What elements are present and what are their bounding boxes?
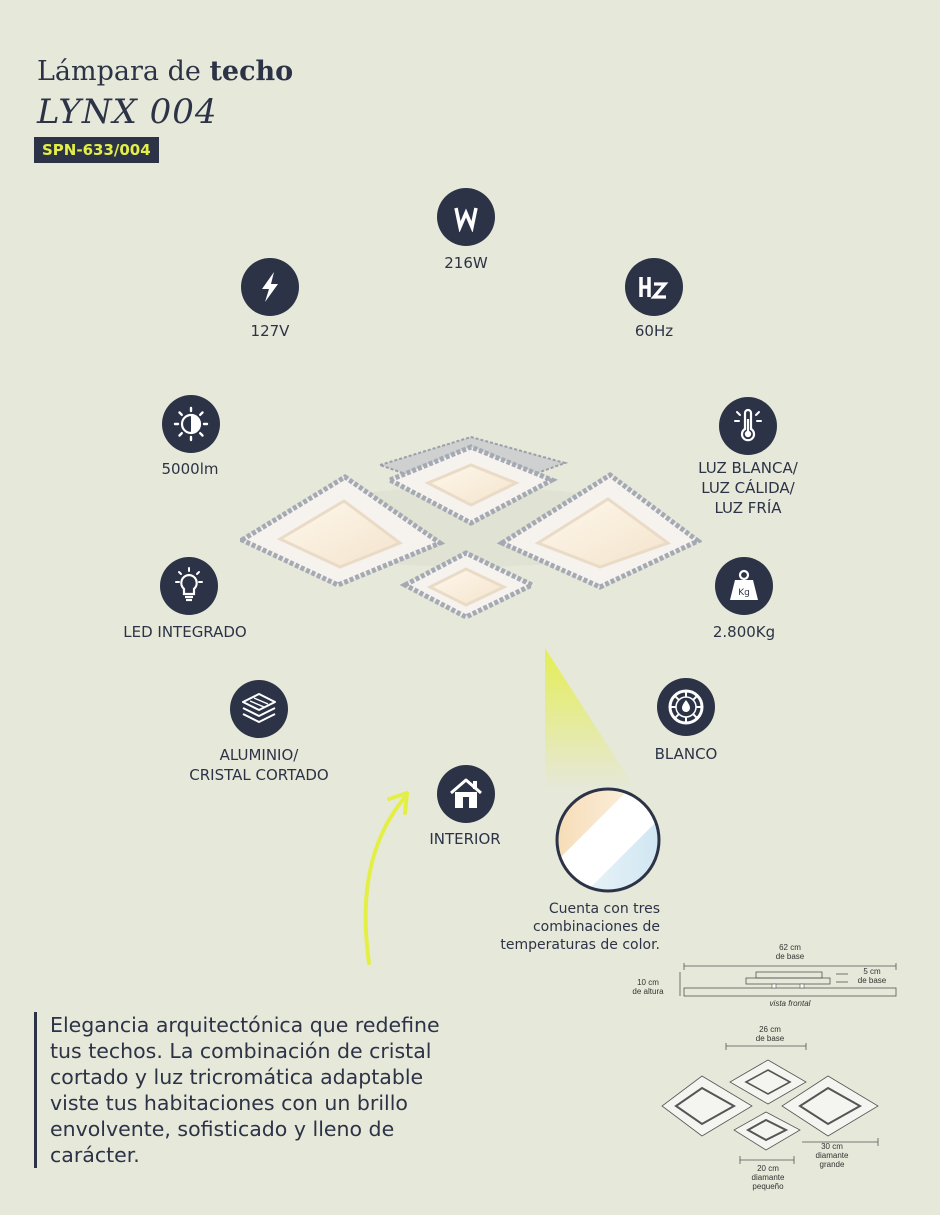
layers-icon	[230, 680, 288, 738]
yellow-arrow-icon	[363, 791, 409, 965]
dim-large-diamond: 30 cm diamante grande	[815, 1142, 849, 1169]
house-icon	[437, 765, 495, 823]
weight-icon: Kg	[715, 557, 773, 615]
led-label: LED INTEGRADO	[123, 623, 247, 641]
light-type-label: LUZ BLANCA/ LUZ CÁLIDA/ LUZ FRÍA	[698, 459, 798, 517]
hz-icon	[625, 258, 683, 316]
color-label: BLANCO	[654, 745, 718, 763]
watt-label: 216W	[444, 254, 488, 272]
dim-height: 10 cm de altura	[632, 978, 664, 996]
product-description: Elegancia arquitectónica que redefine tu…	[34, 1012, 510, 1168]
dim-front-view: vista frontal	[769, 999, 811, 1008]
watt-icon	[437, 188, 495, 246]
thermometer-icon	[719, 397, 777, 455]
color-wheel-icon	[657, 678, 715, 736]
title-prefix: Lámpara de	[37, 56, 210, 87]
frequency-label: 60Hz	[634, 322, 674, 340]
dim-base-small: 5 cm de base	[857, 967, 887, 985]
lamp-square-left	[240, 474, 446, 588]
light-beam	[545, 648, 635, 788]
dim-small-diamond: 20 cm diamante pequeño	[751, 1164, 785, 1191]
dim-base-width: 62 cm de base	[775, 943, 805, 961]
model-name: LYNX 004	[37, 92, 218, 132]
sku-badge: SPN-633/004	[34, 137, 159, 163]
top-view-diagram	[661, 1043, 879, 1164]
interior-label: INTERIOR	[429, 830, 501, 848]
lumens-label: 5000lm	[161, 460, 219, 478]
lamp-square-front	[399, 550, 538, 620]
lamp-square-right	[496, 471, 702, 590]
material-label: ALUMINIO/ CRISTAL CORTADO	[189, 746, 329, 784]
brightness-icon	[162, 395, 220, 453]
front-view-diagram	[679, 963, 897, 997]
weight-label: 2.800Kg	[712, 623, 776, 641]
lamp-product-image	[240, 435, 702, 620]
lightning-icon	[241, 258, 299, 316]
page-title: Lámpara de techo	[37, 56, 293, 87]
voltage-label: 127V	[250, 322, 290, 340]
color-temperature-circle	[555, 787, 661, 893]
lamp-square-back	[384, 444, 558, 526]
weight-glyph: Kg	[738, 588, 750, 598]
title-bold: techo	[209, 56, 294, 87]
color-note: Cuenta con tres combinaciones de tempera…	[500, 901, 660, 953]
lightbulb-icon	[160, 557, 218, 615]
dim-top-base: 26 cm de base	[755, 1025, 785, 1043]
